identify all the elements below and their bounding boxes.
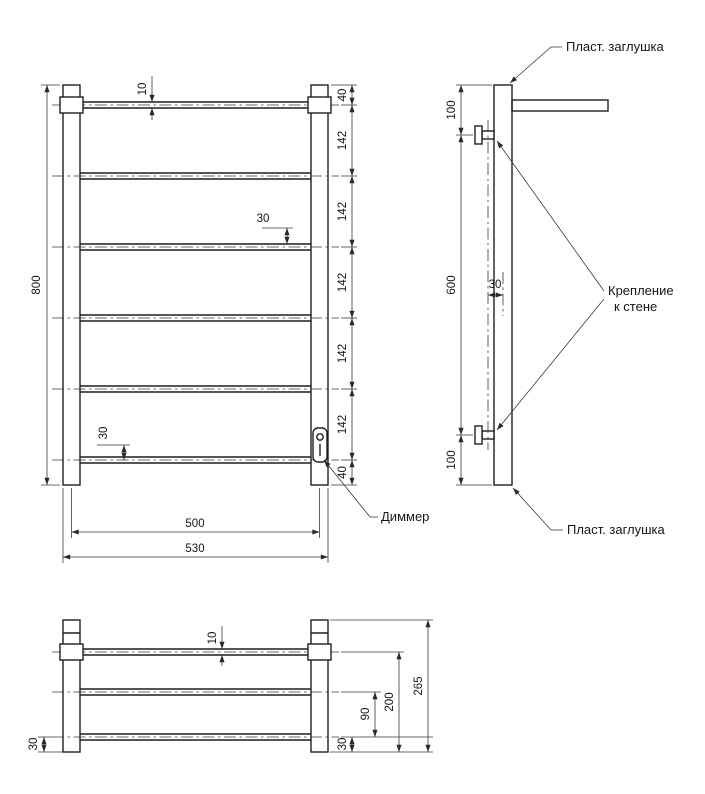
front-left-post: [62, 84, 81, 486]
dimmer-unit: [312, 427, 328, 463]
front-left-collar: [59, 96, 84, 114]
plug-bottom-label: Пласт. заглушка: [567, 522, 666, 537]
dim-chain-142-5: 142: [337, 415, 349, 434]
plan-tube-back: [52, 733, 339, 741]
dimmer-label: Диммер: [381, 509, 429, 524]
dim-front-widths: 500 530: [62, 488, 329, 563]
dim-30-right-text: 30: [337, 738, 349, 751]
wall-mount-label-line1: Крепление: [608, 283, 674, 298]
dim-chain-142-2: 142: [337, 202, 349, 221]
plan-right-collar: [307, 643, 332, 661]
dim-front-chain: 40 142 142 142 142 142 40: [331, 84, 357, 486]
dimmer-callout: Диммер: [323, 459, 429, 524]
plug-top-label: Пласт. заглушка: [566, 39, 665, 54]
front-view: 800 10 40 142 142 1: [31, 76, 429, 563]
dim-chain-40-top: 40: [337, 89, 349, 102]
plug-bottom-callout: Пласт. заглушка: [512, 487, 666, 537]
dim-600-text: 600: [446, 275, 458, 294]
rung-2: [52, 172, 339, 180]
wall-bracket-top: [474, 125, 495, 145]
rung-3: [52, 243, 339, 251]
dim-chain-142-3: 142: [337, 273, 349, 292]
dim-side-chain: 100 600 100: [446, 84, 492, 486]
side-top-tube: [511, 99, 609, 112]
plan-left-post: [62, 619, 81, 753]
dim-plan-right: 30 90 200 265: [330, 619, 433, 753]
dim-30-left-text: 30: [28, 738, 40, 751]
dim-chain-142-4: 142: [337, 344, 349, 363]
dim-chain-40-bottom: 40: [337, 466, 349, 479]
dim-front-tube-diameter: 10: [137, 76, 155, 120]
dim-front-bottom-gap: 30: [97, 427, 130, 460]
rung-6: [52, 456, 339, 464]
dim-530-text: 530: [185, 543, 204, 555]
dim-side-bracket-offset: 30: [488, 279, 503, 298]
rung-5: [52, 385, 339, 393]
dim-plan-left: 30: [28, 736, 63, 753]
plug-top-callout: Пласт. заглушка: [509, 39, 665, 84]
dim-chain-142-1: 142: [337, 131, 349, 150]
dim-10-front-text: 10: [137, 83, 149, 96]
rung-4: [52, 314, 339, 322]
side-view: 100 600 100 30 Пласт. заглушка Крепление…: [446, 39, 674, 537]
plan-view: 10 30 90 200 265 30: [28, 619, 433, 753]
plan-tube-middle: [52, 688, 339, 696]
dim-100-top-text: 100: [446, 100, 458, 119]
dim-30-bottom-left-text: 30: [98, 427, 110, 440]
dim-265-text: 265: [413, 676, 425, 695]
dim-500-text: 500: [185, 518, 204, 530]
dim-front-overall-height: 800: [31, 84, 60, 486]
wall-mount-label-line2: к стене: [614, 299, 657, 314]
plan-right-post: [310, 619, 329, 753]
wall-mount-callout: Крепление к стене: [496, 140, 674, 431]
dim-front-mid-gap: 30: [257, 213, 293, 244]
dim-200-text: 200: [384, 692, 396, 711]
rung-1: [52, 101, 339, 109]
dim-90-text: 90: [360, 708, 372, 721]
dim-30-mid-text: 30: [257, 213, 270, 225]
front-right-post: [310, 84, 329, 486]
dim-100-bottom-text: 100: [446, 450, 458, 469]
dim-30-bracket-text: 30: [489, 279, 502, 291]
dim-800-text: 800: [31, 275, 43, 294]
dim-plan-tube-diameter: 10: [207, 626, 225, 666]
wall-bracket-bottom: [474, 425, 495, 445]
side-post: [493, 84, 513, 486]
dim-10-plan-text: 10: [207, 632, 219, 645]
plan-left-collar: [59, 643, 84, 661]
front-right-collar: [307, 96, 332, 114]
plan-tube-front: [52, 648, 339, 656]
